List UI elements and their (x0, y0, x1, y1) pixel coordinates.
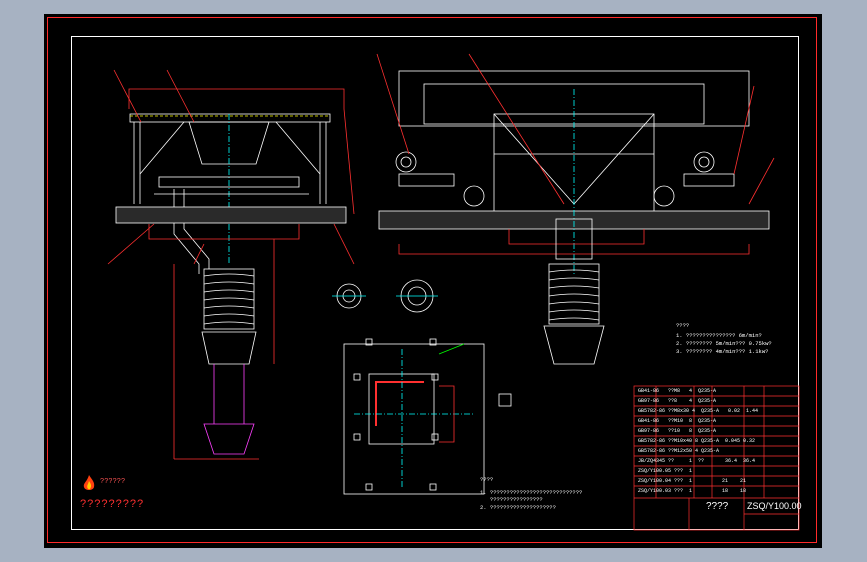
drawing-name: ???? (706, 501, 729, 512)
parts-row-10: ZSQ/Y100.04 ??? 1 21 21 (638, 478, 747, 484)
plan-view (343, 338, 512, 495)
bottom-note-1b: ???????????????? (480, 496, 543, 503)
tech-notes-title: ???? (676, 322, 690, 329)
parts-row-4: GB41-86 ??M10 8 Q235-A (638, 418, 717, 424)
bottom-notes-title: ???? (480, 476, 494, 483)
parts-row-3: GB5782-86 ??M8x30 4 Q235-A 0.02 1.44 (638, 408, 759, 414)
section-details (332, 279, 438, 313)
parts-row-8: JB/ZQ4345 ?? 1 ?? 36.4 36.4 (638, 458, 756, 464)
logo-sub: ?????? (100, 478, 126, 486)
bottom-note-2: 2. ???????????????????? (480, 504, 556, 511)
left-view (107, 69, 355, 460)
right-bellows (548, 263, 600, 325)
title-block-grid (633, 385, 800, 531)
left-bellows (203, 268, 255, 330)
right-view (376, 53, 775, 365)
tech-note-2: 2. ???????? 5m/min??? 0.75kw? (676, 340, 772, 347)
right-top-frame (423, 83, 705, 125)
drawing-frame (71, 36, 799, 530)
parts-row-9: ZSQ/Y100.05 ??? 1 (638, 468, 693, 474)
right-drive-drum (693, 151, 715, 173)
parts-row-11: ZSQ/Y100.03 ??? 1 18 18 (638, 488, 747, 494)
parts-row-1: GB41-86 ??M8 4 Q235-A (638, 388, 717, 394)
parts-row-6: GB5782-86 ??M10x40 8 Q235-A 0.045 0.32 (638, 438, 756, 444)
tech-note-1: 1. ??????????????? 6m/min? (676, 332, 762, 339)
left-telescopic-spout (203, 364, 255, 455)
sheet-red-border (47, 17, 817, 543)
drawing-sheet: ???? 1. ??????????????? 6m/min? 2. ?????… (44, 14, 822, 548)
cad-drawing (107, 53, 775, 495)
bottom-note-1: 1. ???????????????????????????? (480, 489, 583, 496)
parts-row-2: GB97-86 ??8 4 Q235-A (638, 398, 717, 404)
drawing-number: ZSQ/Y100.00 (747, 501, 802, 511)
parts-row-7: GB5782-86 ??M12x50 4 Q235-A (638, 448, 720, 454)
tech-note-3: 3. ???????? 4m/min??? 1.1kw? (676, 348, 769, 355)
logo-flame-icon (82, 474, 96, 492)
left-drive-drum (395, 151, 417, 173)
logo-caption: ????????? (80, 498, 145, 510)
parts-row-5: GB97-86 ??10 8 Q235-A (638, 428, 717, 434)
